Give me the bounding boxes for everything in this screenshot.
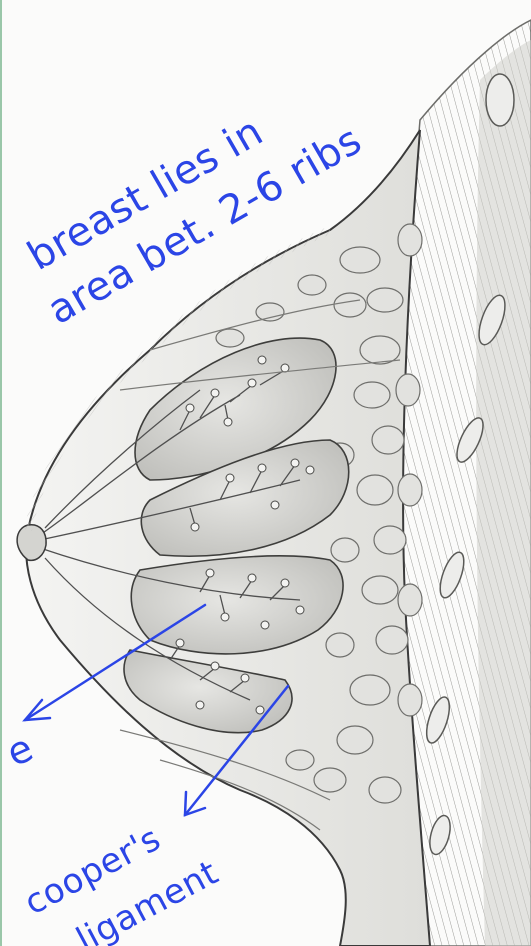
rib-layer — [476, 40, 531, 946]
